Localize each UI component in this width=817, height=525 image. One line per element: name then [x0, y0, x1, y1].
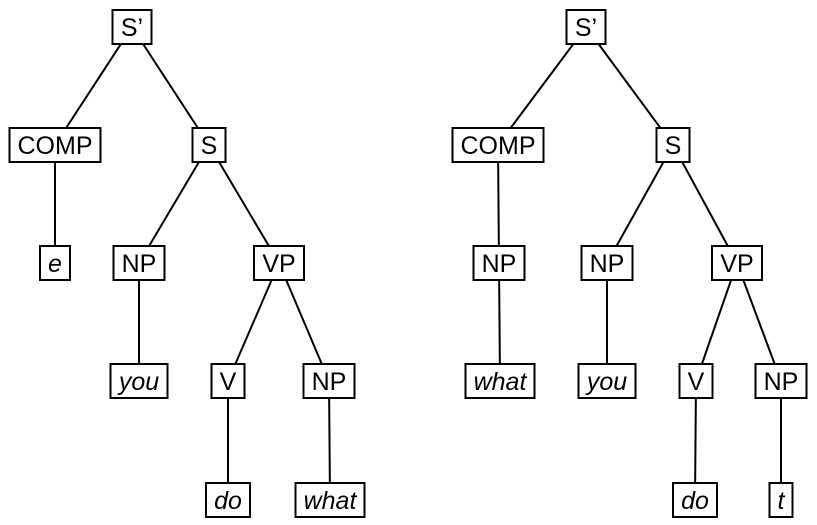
node-label: e [48, 250, 62, 278]
tree-edge-vp-v [227, 262, 280, 382]
node-label: S’ [575, 14, 597, 42]
node-box [580, 245, 634, 281]
node-label: what [474, 368, 528, 396]
right-tree: S’ COMP S NP NP VP what you V NP do t [451, 9, 808, 518]
node-box [577, 363, 637, 399]
node-label: NP [764, 368, 799, 396]
node-label: t [778, 487, 786, 515]
node-label: NP [590, 250, 625, 278]
node-label: you [585, 368, 627, 396]
tree-node-left-tree-v: V [210, 363, 246, 399]
tree-node-left-tree-np2: NP [302, 363, 356, 399]
tree-edge-v-do [694, 380, 697, 501]
tree-node-right-tree-do: do [672, 482, 718, 518]
node-box [8, 127, 102, 163]
node-box [294, 482, 366, 518]
node-label: COMP [461, 132, 536, 160]
node-label: S [665, 132, 682, 160]
node-box [205, 482, 251, 518]
node-box [39, 245, 71, 281]
node-box [464, 363, 536, 399]
node-label: V [220, 368, 237, 396]
tree-edge-s-vp [208, 144, 280, 264]
tree-node-right-tree-np2: NP [754, 363, 808, 399]
tree-node-left-tree-e: e [39, 245, 71, 281]
tree-node-right-tree-you: you [577, 363, 637, 399]
tree-edge-np2-what [328, 380, 331, 501]
node-label: COMP [18, 132, 93, 160]
node-label: NP [482, 250, 517, 278]
tree-node-right-tree-what: what [464, 363, 536, 399]
node-box [711, 245, 763, 281]
tree-node-right-tree-np1: NP [580, 245, 634, 281]
node-label: S [201, 132, 218, 160]
node-label: VP [262, 250, 295, 278]
node-box [111, 9, 153, 45]
tree-node-right-tree-np0: NP [472, 245, 526, 281]
node-box [768, 482, 794, 518]
tree-node-left-tree-comp: COMP [8, 127, 102, 163]
tree-node-right-tree-t: t [768, 482, 794, 518]
tree-edge-comp-np0 [497, 144, 500, 264]
tree-node-right-tree-comp: COMP [451, 127, 545, 163]
node-box [472, 245, 526, 281]
node-label: S’ [121, 14, 143, 42]
tree-edge-sbar-s [131, 26, 210, 146]
tree-edge-sbar-comp [497, 26, 587, 146]
tree-node-left-tree-s: S [191, 127, 227, 163]
node-label: you [117, 368, 159, 396]
tree-node-left-tree-np1: NP [112, 245, 166, 281]
tree-node-left-tree-sbar: S’ [111, 9, 153, 45]
node-box [655, 127, 691, 163]
node-box [302, 363, 356, 399]
tree-node-left-tree-what: what [294, 482, 366, 518]
node-box [112, 245, 166, 281]
node-box [565, 9, 607, 45]
node-label: NP [312, 368, 347, 396]
tree-node-right-tree-v: V [678, 363, 714, 399]
node-box [451, 127, 545, 163]
tree-edge-np0-what [498, 262, 501, 382]
node-label: VP [720, 250, 753, 278]
tree-edge-vp-np2 [278, 262, 330, 382]
node-box [672, 482, 718, 518]
tree-edge-s-vp [672, 144, 738, 264]
tree-node-left-tree-do: do [205, 482, 251, 518]
node-box [754, 363, 808, 399]
node-label: do [214, 487, 242, 515]
node-box [109, 363, 169, 399]
node-label: what [304, 487, 358, 515]
tree-node-right-tree-s: S [655, 127, 691, 163]
node-box [253, 245, 305, 281]
tree-node-left-tree-vp: VP [253, 245, 305, 281]
tree-node-right-tree-vp: VP [711, 245, 763, 281]
node-label: V [688, 368, 705, 396]
tree-edge-s-np1 [138, 144, 210, 264]
tree-node-left-tree-you: you [109, 363, 169, 399]
tree-edge-sbar-comp [54, 26, 133, 146]
node-label: NP [122, 250, 157, 278]
tree-edge-vp-v [695, 262, 738, 382]
node-box [191, 127, 227, 163]
node-box [210, 363, 246, 399]
tree-edge-vp-np2 [736, 262, 782, 382]
node-label: do [681, 487, 709, 515]
tree-node-right-tree-sbar: S’ [565, 9, 607, 45]
tree-edge-sbar-s [585, 26, 674, 146]
tree-edge-s-np1 [606, 144, 674, 264]
node-box [678, 363, 714, 399]
